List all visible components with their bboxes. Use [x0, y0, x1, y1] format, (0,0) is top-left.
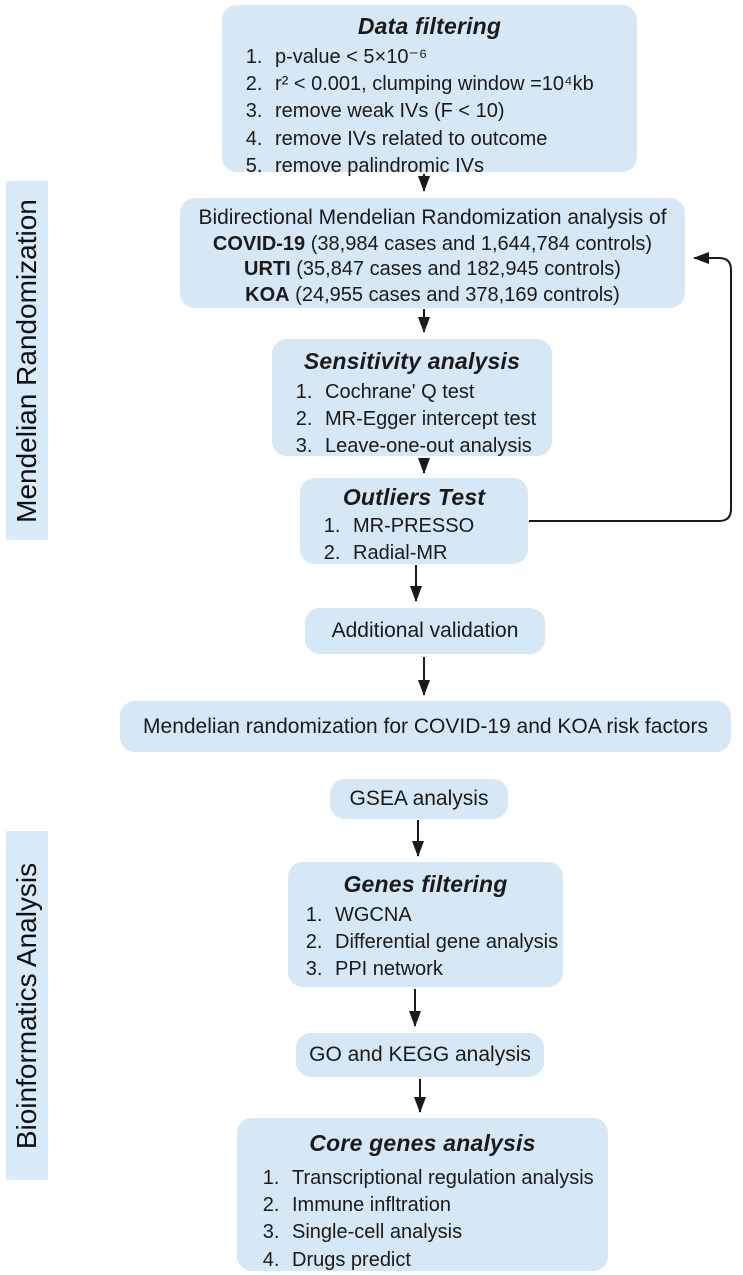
- list-item: Single-cell analysis: [285, 1219, 608, 1246]
- box-title: Genes filtering: [343, 871, 508, 897]
- list-item: Drugs predict: [285, 1247, 608, 1274]
- box-go-kegg-analysis: GO and KEGG analysis: [296, 1033, 544, 1077]
- box-label: GSEA analysis: [349, 787, 489, 810]
- box-mr-risk-factors: Mendelian randomization for COVID-19 and…: [120, 701, 731, 752]
- sensitivity-list: Cochrane' Q testMR-Egger intercept testL…: [272, 379, 552, 461]
- study-line-koa: KOA (24,955 cases and 378,169 controls): [180, 283, 685, 309]
- list-item: Radial-MR: [346, 540, 528, 567]
- core-genes-list: Transcriptional regulation analysisImmun…: [237, 1165, 608, 1274]
- list-item: remove IVs related to outcome: [268, 126, 637, 153]
- box-gsea-analysis: GSEA analysis: [330, 779, 508, 819]
- list-item: PPI network: [328, 956, 563, 983]
- list-item: Cochrane' Q test: [318, 379, 552, 406]
- list-item: r² < 0.001, clumping window =10⁴kb: [268, 71, 637, 98]
- box-label: GO and KEGG analysis: [309, 1043, 531, 1066]
- box-title: Data filtering: [357, 13, 502, 39]
- box-data-filtering: Data filtering p-value < 5×10⁻⁶r² < 0.00…: [222, 5, 637, 177]
- outliers-list: MR-PRESSORadial-MR: [300, 513, 528, 567]
- box-label: Additional validation: [331, 619, 519, 642]
- box-title: Sensitivity analysis: [303, 348, 521, 374]
- data-filtering-list: p-value < 5×10⁻⁶r² < 0.001, clumping win…: [222, 44, 637, 180]
- study-name: KOA: [245, 284, 290, 307]
- list-item: p-value < 5×10⁻⁶: [268, 44, 637, 71]
- box-outliers-test: Outliers Test MR-PRESSORadial-MR: [300, 478, 528, 564]
- study-name: COVID-19: [212, 232, 306, 255]
- box-title: Outliers Test: [342, 484, 486, 510]
- list-item: Differential gene analysis: [328, 929, 563, 956]
- section-label-mendelian-randomization: Mendelian Randomization: [6, 181, 48, 540]
- study-line-urti: URTI (35,847 cases and 182,945 controls): [180, 257, 685, 283]
- bidirectional-heading: Bidirectional Mendelian Randomization an…: [198, 206, 667, 229]
- list-item: remove palindromic IVs: [268, 153, 637, 180]
- list-item: Transcriptional regulation analysis: [285, 1165, 608, 1192]
- list-item: remove weak IVs (F < 10): [268, 98, 637, 125]
- list-item: MR-PRESSO: [346, 513, 528, 540]
- study-detail: (35,847 cases and 182,945 controls): [290, 258, 621, 281]
- box-title: Core genes analysis: [309, 1130, 536, 1156]
- box-bidirectional-mr: Bidirectional Mendelian Randomization an…: [180, 198, 685, 308]
- section-label-text: Mendelian Randomization: [11, 198, 42, 523]
- list-item: Leave-one-out analysis: [318, 433, 552, 460]
- list-item: Immune infltration: [285, 1192, 608, 1219]
- section-label-text: Bioinformatics Analysis: [11, 862, 42, 1149]
- study-detail: (38,984 cases and 1,644,784 controls): [305, 232, 653, 255]
- study-line-covid19: COVID-19 (38,984 cases and 1,644,784 con…: [180, 232, 685, 258]
- genes-filtering-list: WGCNADifferential gene analysisPPI netwo…: [288, 902, 563, 984]
- box-label: Mendelian randomization for COVID-19 and…: [143, 714, 708, 738]
- study-name: URTI: [244, 258, 291, 281]
- box-genes-filtering: Genes filtering WGCNADifferential gene a…: [288, 862, 563, 987]
- box-additional-validation: Additional validation: [305, 608, 545, 654]
- section-label-bioinformatics-analysis: Bioinformatics Analysis: [6, 831, 48, 1180]
- box-sensitivity-analysis: Sensitivity analysis Cochrane' Q testMR-…: [272, 339, 552, 457]
- list-item: MR-Egger intercept test: [318, 406, 552, 433]
- box-core-genes-analysis: Core genes analysis Transcriptional regu…: [237, 1118, 608, 1271]
- list-item: WGCNA: [328, 902, 563, 929]
- study-detail: (24,955 cases and 378,169 controls): [289, 284, 620, 307]
